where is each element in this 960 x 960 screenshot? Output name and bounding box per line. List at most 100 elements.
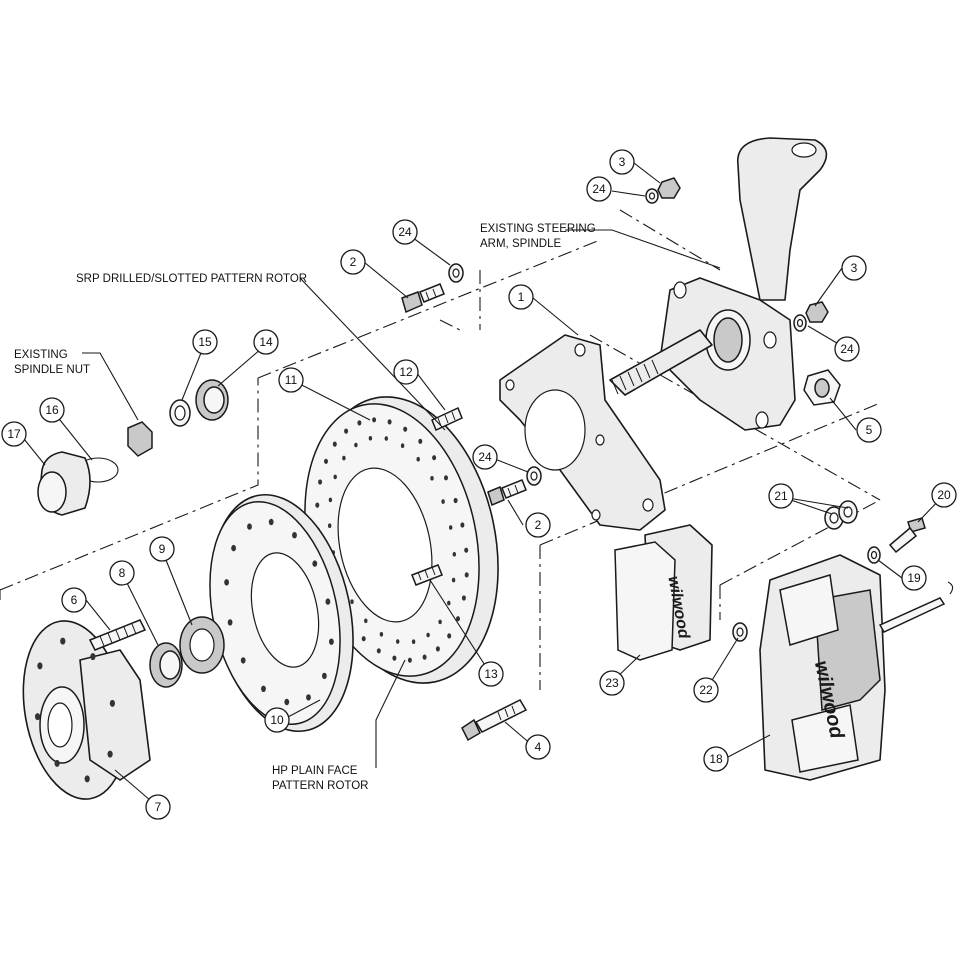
- callout-17: 17: [1, 421, 27, 447]
- svg-text:7: 7: [155, 800, 162, 814]
- drill-hole: [37, 662, 43, 670]
- svg-text:4: 4: [535, 740, 542, 754]
- washer-24-top: [645, 188, 659, 204]
- drill-hole: [384, 436, 388, 441]
- washer-22: [732, 622, 748, 642]
- drill-hole: [411, 639, 416, 644]
- drill-hole: [403, 426, 408, 432]
- drill-hole: [432, 455, 437, 461]
- callout-3-top: 3: [609, 149, 635, 175]
- drill-hole: [444, 475, 448, 481]
- washer-24-right: [793, 314, 807, 332]
- svg-text:24: 24: [398, 225, 412, 239]
- callout-24-right: 24: [834, 336, 860, 362]
- callout-21: 21: [768, 483, 794, 509]
- bolt-20: [888, 517, 926, 554]
- callout-24-top: 24: [586, 176, 612, 202]
- svg-text:2: 2: [535, 518, 542, 532]
- drill-hole: [292, 532, 297, 539]
- svg-text:14: 14: [259, 335, 273, 349]
- drill-hole: [90, 653, 96, 661]
- drill-hole: [231, 544, 237, 552]
- caliper-bracket: [499, 334, 666, 531]
- drill-hole: [400, 443, 405, 449]
- drill-hole: [328, 523, 332, 528]
- seal-9: [179, 616, 225, 674]
- drill-hole: [456, 616, 460, 622]
- callout-10: 10: [264, 707, 290, 733]
- svg-text:24: 24: [478, 450, 492, 464]
- drill-hole: [407, 657, 412, 663]
- callout-9: 9: [149, 536, 175, 562]
- svg-text:18: 18: [709, 752, 723, 766]
- nut-3-right: [805, 301, 829, 323]
- callout-14: 14: [253, 329, 279, 355]
- bearing-14: [195, 379, 229, 421]
- drill-hole: [35, 713, 41, 721]
- hp-rotor-label-line1: HP PLAIN FACE: [272, 765, 358, 777]
- wheel-stud: [88, 619, 147, 651]
- drill-hole: [329, 638, 334, 645]
- drill-hole: [396, 639, 400, 644]
- svg-text:2: 2: [350, 255, 357, 269]
- svg-text:24: 24: [592, 182, 606, 196]
- drill-hole: [54, 759, 60, 767]
- drill-hole: [416, 456, 420, 462]
- callout-6: 6: [61, 587, 87, 613]
- clip-19: [947, 581, 954, 595]
- spindle-threads: [611, 359, 659, 395]
- drill-hole: [107, 750, 113, 758]
- callout-18: 18: [703, 746, 729, 772]
- drill-hole: [426, 632, 430, 638]
- callout-16: 16: [39, 397, 65, 423]
- spindle-nut-label-line1: EXISTING: [14, 349, 68, 361]
- bolt-2-lower: [487, 479, 527, 507]
- drill-hole: [452, 552, 456, 557]
- svg-text:12: 12: [399, 365, 413, 379]
- callout-23: 23: [599, 670, 625, 696]
- washer-24-mid: [526, 466, 542, 486]
- drill-hole: [325, 598, 331, 605]
- drill-hole: [357, 420, 362, 426]
- bolt-4: [461, 699, 528, 742]
- drill-hole: [284, 698, 290, 706]
- drill-hole: [453, 497, 458, 504]
- callout-24-mid: 24: [472, 444, 498, 470]
- steering-arm-label-line1: EXISTING STEERING: [480, 223, 596, 235]
- drill-hole: [435, 646, 440, 652]
- steering-arm-spindle: [609, 137, 828, 431]
- drill-hole: [109, 699, 115, 707]
- drill-hole: [315, 502, 320, 508]
- bearing-8: [149, 642, 183, 688]
- drill-hole: [350, 599, 354, 604]
- callout-5: 5: [856, 417, 882, 443]
- svg-text:10: 10: [270, 713, 284, 727]
- callout-3-right: 3: [841, 255, 867, 281]
- drill-hole: [447, 633, 452, 639]
- hp-rotor-label-line2: PATTERN ROTOR: [272, 780, 368, 792]
- drill-hole: [379, 632, 384, 637]
- callout-8: 8: [109, 560, 135, 586]
- callout-20: 20: [931, 482, 957, 508]
- dust-cap-17: [37, 451, 91, 516]
- washer-24-upper: [448, 263, 464, 283]
- drill-hole: [332, 441, 337, 447]
- svg-text:21: 21: [774, 489, 788, 503]
- svg-text:16: 16: [45, 403, 59, 417]
- svg-text:3: 3: [619, 155, 626, 169]
- spindle-nut-label-line2: SPINDLE NUT: [14, 364, 90, 376]
- drill-hole: [240, 657, 246, 664]
- svg-text:6: 6: [71, 593, 78, 607]
- callout-11: 11: [278, 367, 304, 393]
- drill-hole: [84, 775, 90, 783]
- drill-hole: [227, 619, 233, 626]
- drill-hole: [361, 636, 366, 642]
- drill-hole: [447, 600, 451, 606]
- svg-text:23: 23: [605, 676, 619, 690]
- callout-19: 19: [901, 565, 927, 591]
- drill-hole: [449, 525, 453, 530]
- brake-pad: wilwood: [614, 524, 713, 661]
- hp-plain-face-rotor: [209, 493, 354, 733]
- drill-hole: [422, 654, 427, 660]
